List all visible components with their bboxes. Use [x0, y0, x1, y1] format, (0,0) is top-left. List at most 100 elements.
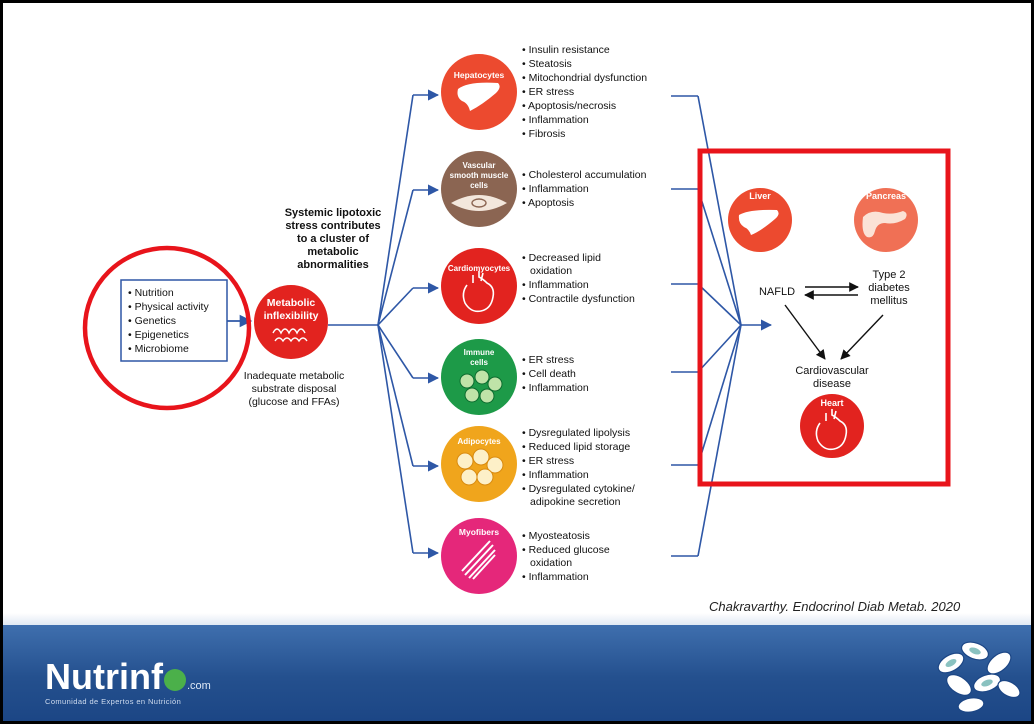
effects-cardiomyocytes: • Decreased lipid oxidation • Inflammati… — [522, 252, 635, 305]
liver-icon — [738, 209, 779, 235]
nafld-to-cvd-arrow — [784, 304, 826, 360]
svg-text:abnormalities: abnormalities — [297, 259, 369, 271]
logo-brand: Nutrinf — [45, 656, 163, 697]
svg-text:oxidation: oxidation — [530, 557, 572, 569]
svg-text:• ER stress: • ER stress — [522, 354, 574, 366]
fan-in-connectors — [671, 95, 773, 557]
outcomes-highlight-box — [697, 148, 951, 487]
svg-text:Liver: Liver — [749, 191, 771, 201]
svg-text:Hepatocytes: Hepatocytes — [454, 70, 505, 80]
metabolic-caption: substrate disposal — [252, 383, 337, 395]
logo-leaf-icon — [163, 669, 186, 691]
metabolic-caption: Inadequate metabolic — [244, 370, 344, 382]
nafld-label: NAFLD — [759, 286, 795, 298]
systemic-stress-label: Systemic lipotoxic stress contributes to… — [285, 207, 382, 271]
diagram-canvas: • Nutrition • Physical activity • Geneti… — [82, 44, 951, 594]
logo-tagline: Comunidad de Expertos en Nutrición — [45, 697, 182, 706]
svg-text:• Myosteatosis: • Myosteatosis — [522, 530, 590, 542]
svg-text:smooth muscle: smooth muscle — [450, 171, 509, 180]
svg-text:cells: cells — [470, 181, 488, 190]
svg-text:• Cell death: • Cell death — [522, 368, 576, 380]
svg-text:• Inflammation: • Inflammation — [522, 183, 589, 195]
svg-text:cells: cells — [470, 358, 488, 367]
cvd-label: disease — [813, 378, 851, 390]
adipocytes-icon — [456, 448, 504, 486]
nutrinfo-logo[interactable]: Nutrinf .com Comunidad de Expertos en Nut… — [45, 656, 211, 707]
outcome-pancreas: Pancreas — [854, 188, 918, 252]
svg-text:• Inflammation: • Inflammation — [522, 571, 589, 583]
t2d-label: diabetes — [868, 282, 910, 294]
svg-text:inflexibility: inflexibility — [264, 310, 319, 322]
svg-text:Myofibers: Myofibers — [459, 527, 499, 537]
svg-text:adipokine secretion: adipokine secretion — [530, 496, 621, 508]
heart-icon — [462, 271, 495, 313]
svg-text:• Mitochondrial dysfunction: • Mitochondrial dysfunction — [522, 72, 647, 84]
effects-myofibers: • Myosteatosis • Reduced glucose oxidati… — [522, 530, 610, 583]
input-item: • Nutrition — [128, 287, 174, 299]
cell-node-myofibers: Myofibers — [441, 518, 517, 594]
inputs-box: • Nutrition • Physical activity • Geneti… — [120, 279, 228, 362]
liver-icon — [457, 82, 500, 111]
svg-text:• Cholesterol accumulation: • Cholesterol accumulation — [522, 169, 647, 181]
outcome-liver: Liver — [728, 188, 792, 252]
input-item: • Epigenetics — [128, 329, 189, 341]
svg-text:Cardiomyocytes: Cardiomyocytes — [448, 264, 511, 273]
svg-text:• Contractile dysfunction: • Contractile dysfunction — [522, 293, 635, 305]
svg-text:Pancreas: Pancreas — [866, 191, 906, 201]
input-item: • Microbiome — [128, 343, 189, 355]
leaves-emblem-icon — [937, 641, 1021, 713]
svg-text:• Dysregulated cytokine/: • Dysregulated cytokine/ — [522, 483, 635, 495]
svg-text:Adipocytes: Adipocytes — [457, 437, 501, 446]
effects-adipocytes: • Dysregulated lipolysis • Reduced lipid… — [522, 427, 635, 508]
svg-text:• Apoptosis/necrosis: • Apoptosis/necrosis — [522, 100, 616, 112]
svg-text:Metabolic: Metabolic — [267, 297, 316, 309]
outcome-heart: Heart — [800, 394, 864, 458]
logo-suffix: .com — [186, 680, 211, 692]
effects-hepatocytes: • Insulin resistance • Steatosis • Mitoc… — [522, 44, 647, 140]
mitochondria-icon — [272, 328, 308, 343]
svg-text:• Inflammation: • Inflammation — [522, 382, 589, 394]
svg-text:Vascular: Vascular — [463, 161, 496, 170]
t2d-to-cvd-arrow — [840, 314, 884, 360]
svg-text:• Apoptosis: • Apoptosis — [522, 197, 574, 209]
svg-text:stress contributes: stress contributes — [285, 220, 380, 232]
svg-text:• Inflammation: • Inflammation — [522, 114, 589, 126]
t2d-label: mellitus — [870, 295, 908, 307]
fan-out-connectors — [328, 89, 440, 559]
cvd-label: Cardiovascular — [795, 365, 869, 377]
svg-text:to a cluster of: to a cluster of — [297, 233, 369, 245]
svg-text:• Fibrosis: • Fibrosis — [522, 128, 565, 140]
muscle-fiber-icon — [461, 540, 496, 580]
immune-cells-icon — [459, 369, 503, 404]
cell-node-hepatocytes: Hepatocytes — [441, 54, 517, 130]
cell-node-immune: Immune cells — [441, 339, 517, 415]
svg-text:Immune: Immune — [464, 348, 495, 357]
input-item: • Physical activity — [128, 301, 209, 313]
effects-vascular: • Cholesterol accumulation • Inflammatio… — [522, 169, 647, 209]
svg-text:• Insulin resistance: • Insulin resistance — [522, 44, 610, 56]
svg-text:• ER stress: • ER stress — [522, 86, 574, 98]
svg-text:Heart: Heart — [820, 398, 843, 408]
metabolic-inflexibility-node: Metabolic inflexibility — [254, 285, 328, 359]
svg-text:• Reduced lipid storage: • Reduced lipid storage — [522, 441, 630, 453]
svg-text:• Decreased lipid: • Decreased lipid — [522, 252, 601, 264]
svg-text:oxidation: oxidation — [530, 265, 572, 277]
pancreas-icon — [862, 211, 907, 238]
effects-immune: • ER stress • Cell death • Inflammation — [522, 354, 589, 394]
highlight-circle — [82, 245, 252, 411]
svg-text:Systemic lipotoxic: Systemic lipotoxic — [285, 207, 382, 219]
cell-node-cardiomyocytes: Cardiomyocytes — [441, 248, 517, 324]
cell-node-adipocytes: Adipocytes — [441, 426, 517, 502]
svg-text:• Inflammation: • Inflammation — [522, 279, 589, 291]
cell-node-vascular: Vascular smooth muscle cells — [441, 151, 517, 227]
metabolic-caption: (glucose and FFAs) — [248, 396, 339, 408]
svg-text:• Steatosis: • Steatosis — [522, 58, 572, 70]
svg-text:• Inflammation: • Inflammation — [522, 469, 589, 481]
citation: Chakravarthy. Endocrinol Diab Metab. 202… — [709, 599, 961, 614]
svg-text:• Dysregulated lipolysis: • Dysregulated lipolysis — [522, 427, 630, 439]
svg-text:metabolic: metabolic — [307, 246, 358, 258]
heart-icon — [815, 409, 848, 451]
input-item: • Genetics — [128, 315, 176, 327]
svg-text:• ER stress: • ER stress — [522, 455, 574, 467]
slide: • Nutrition • Physical activity • Geneti… — [3, 3, 1031, 721]
